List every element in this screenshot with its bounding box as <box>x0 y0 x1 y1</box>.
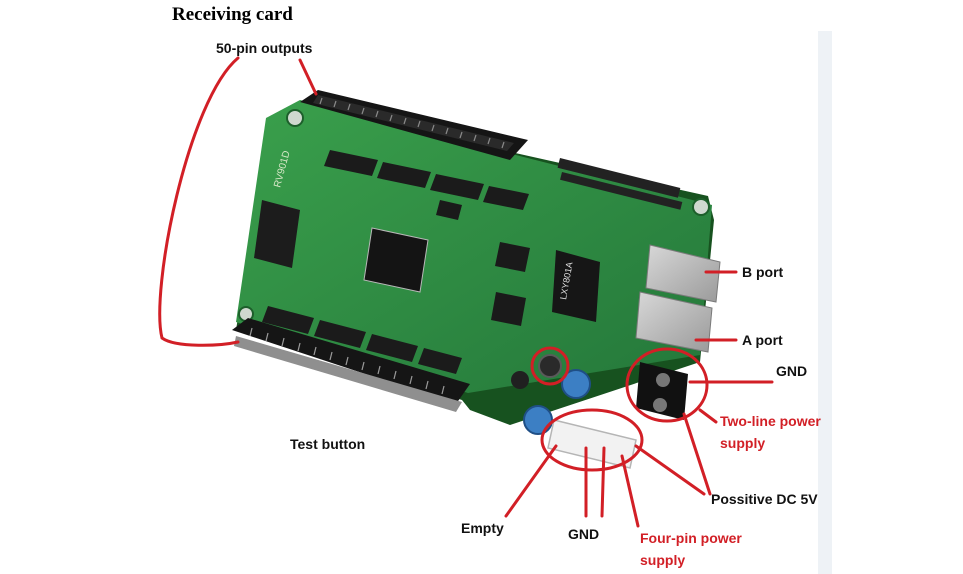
test-button <box>538 354 562 378</box>
bottom-connector-housing <box>234 336 462 412</box>
driver-chips-bottom <box>262 306 462 374</box>
label-50pin-outputs: 50-pin outputs <box>216 40 313 56</box>
label-four-pin-power: Four-pin power supply <box>640 530 742 568</box>
label-b-port: B port <box>742 264 784 280</box>
label-test-button: Test button <box>290 436 366 452</box>
leader-four-pin <box>620 454 640 528</box>
leader-50pin-top <box>298 58 318 96</box>
two-line-power-circle <box>625 347 709 423</box>
label-empty: Empty <box>461 520 504 536</box>
page-title: Receiving card <box>172 4 293 25</box>
label-gnd-top: GND <box>776 363 808 379</box>
bottom-connector-pins <box>249 327 445 395</box>
leader-50pin-left <box>158 56 240 347</box>
four-pin-power-circle <box>540 408 644 472</box>
label-two-line-power: Two-line power supply <box>720 413 821 451</box>
ic-chip <box>436 200 462 220</box>
ethernet-port-a <box>635 291 713 353</box>
ic-chip <box>491 292 526 326</box>
annotation-lines <box>158 56 774 528</box>
network-transformer <box>552 250 600 322</box>
leader-positive-2 <box>634 444 706 496</box>
ethernet-port-b <box>645 244 721 303</box>
leader-gnd-bottom-2 <box>600 446 606 518</box>
label-positive-dc-5v: Possitive DC 5V <box>711 491 818 507</box>
label-gnd-bottom: GND <box>568 526 600 542</box>
label-a-port: A port <box>742 332 783 348</box>
leader-positive-1 <box>682 412 712 496</box>
four-pin-power-connector <box>547 419 637 469</box>
driver-chips-top <box>324 150 529 210</box>
capacitor <box>561 369 591 399</box>
mount-hole <box>692 198 710 216</box>
two-line-power-terminal <box>636 362 688 420</box>
fpga-chip <box>363 227 429 293</box>
leader-empty <box>504 444 558 518</box>
memory-chip <box>254 200 300 268</box>
inductor <box>511 371 529 389</box>
mount-hole <box>286 109 304 127</box>
ic-chip <box>495 242 530 272</box>
top-connector-pins <box>319 97 505 149</box>
right-header-pins <box>557 158 683 210</box>
leader-two-line <box>698 408 718 424</box>
photo-edge-strip <box>818 31 832 574</box>
test-button-circle <box>530 346 570 386</box>
capacitor <box>523 405 553 435</box>
